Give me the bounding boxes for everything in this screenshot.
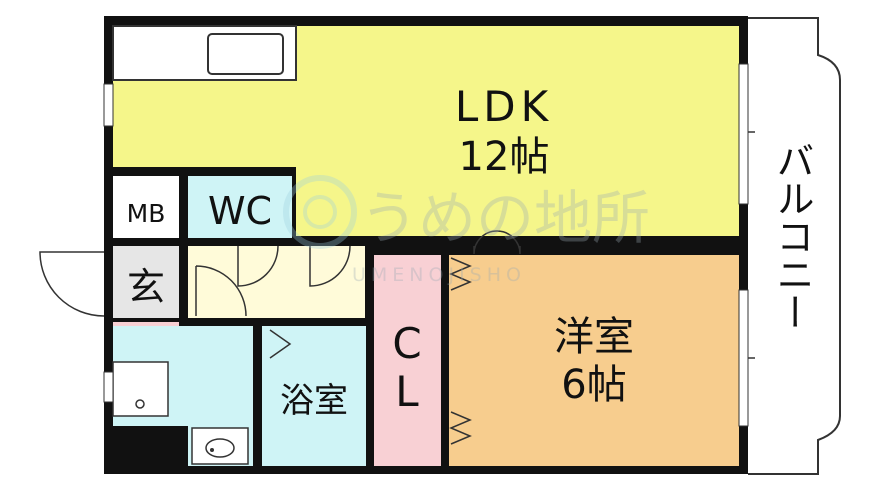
closet-label-l: L: [395, 367, 419, 416]
room-bath: [262, 326, 366, 466]
bath-label: 浴室: [280, 381, 348, 421]
window-right-western: [738, 289, 749, 427]
window-right-ldk: [738, 63, 749, 205]
ldk-size: 12帖: [459, 134, 550, 180]
basin-bowl: [205, 438, 235, 458]
western-size: 6帖: [561, 362, 626, 408]
window-left-lower: [103, 371, 114, 403]
mb-label: MB: [127, 199, 166, 228]
wc-label: WC: [208, 189, 272, 233]
entrance-label: 玄: [127, 265, 165, 309]
ldk-label: LDK: [455, 82, 553, 131]
balcony-label: バルコニー: [770, 141, 814, 331]
room-western: [449, 255, 739, 466]
room-mb: [113, 176, 179, 238]
room-entrance: [113, 246, 179, 318]
closet-label-c: C: [392, 319, 421, 368]
balcony-outline: [748, 17, 841, 475]
doors: [39, 230, 521, 445]
room-ldk-lower: [296, 167, 739, 236]
wash-basin: [191, 427, 249, 465]
western-label: 洋室: [554, 314, 634, 360]
drain-icon: [135, 399, 145, 409]
room-wc: [188, 176, 292, 238]
watermark-text: うめの地所: [360, 184, 650, 252]
kitchen-sink: [207, 33, 284, 75]
room-closet: [374, 255, 441, 466]
window-left-upper: [103, 83, 114, 127]
watermark: うめの地所 UMENOJISHO: [283, 175, 650, 286]
basin-drain: [210, 448, 214, 452]
watermark-subtext: UMENOJISHO: [352, 264, 526, 286]
